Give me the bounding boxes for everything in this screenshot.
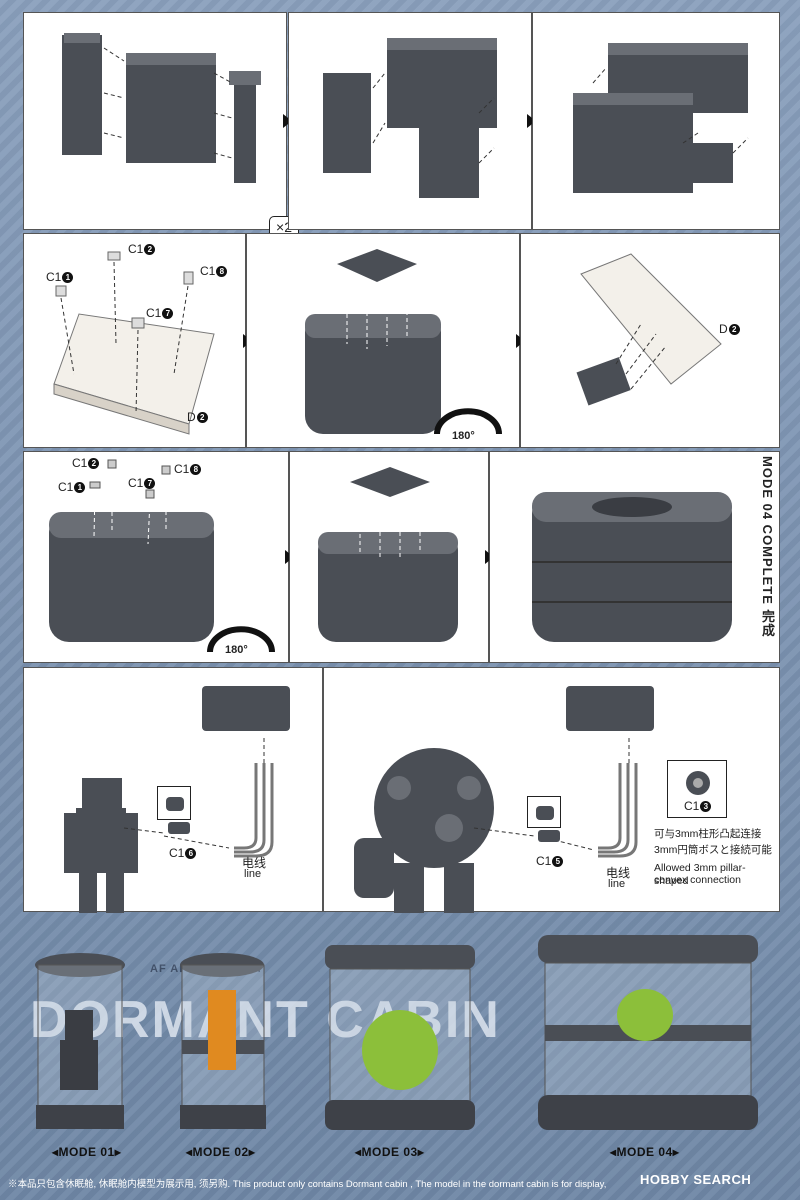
rotation-label: 180° <box>225 644 248 656</box>
part-code: C1 <box>46 270 62 284</box>
frame-assembly-illustration <box>573 43 749 193</box>
part-code: D <box>187 410 196 424</box>
mode03-cabin <box>325 945 475 1130</box>
part-number: 3 <box>700 801 712 813</box>
part-number: 7 <box>162 308 174 320</box>
connector-part-icon <box>536 806 554 820</box>
part-code: D <box>719 322 728 336</box>
step-panel-1b <box>288 12 532 230</box>
part-number: 6 <box>185 848 197 860</box>
watermark-logo: HOBBY SEARCH <box>640 1172 752 1187</box>
mode-showcase-illustration <box>35 935 758 1130</box>
part-code: C1 <box>128 476 144 490</box>
step-arrow <box>527 114 536 128</box>
part-number: 2 <box>728 324 740 336</box>
part-code: C1 <box>169 846 185 860</box>
wire-label-zh: 电线 <box>242 856 267 870</box>
part-number: 2 <box>196 412 208 424</box>
part-number: 1 <box>62 272 74 284</box>
step-panel-3c <box>489 451 780 663</box>
wire-label-zh: 电线 <box>606 866 631 880</box>
mode04-cabin <box>538 935 758 1130</box>
base-plate-illustration <box>53 251 215 435</box>
part-code: C1 <box>128 242 144 256</box>
part-code: C1 <box>684 799 700 813</box>
part-number: 8 <box>216 266 228 278</box>
step-panel-1c <box>532 12 780 230</box>
connector-part-icon <box>166 797 184 811</box>
mech-connection-illustration <box>354 686 654 913</box>
wire-label-en: line <box>608 878 626 890</box>
mode01-cabin <box>35 953 125 1129</box>
wall-parts-illustration <box>62 33 261 183</box>
note-zh: 可与3mm柱形凸起连接 <box>654 828 762 840</box>
cabin-top-attach-illustration <box>305 249 502 435</box>
step-arrow <box>283 114 292 128</box>
mode-03-label: ◂MODE 03▸ <box>355 1145 425 1159</box>
step-panel-3b <box>289 451 489 663</box>
mode02-cabin <box>180 953 266 1129</box>
part-number: 1 <box>74 482 86 494</box>
note-en-1: Allowed 3mm pillar-shaped <box>654 862 746 887</box>
note-en-2: convex connection <box>654 874 741 886</box>
part-code: C1 <box>146 306 162 320</box>
mode04-complete-illustration <box>532 492 732 642</box>
step-panel-2b: 180° <box>246 233 520 448</box>
boss-part-icon <box>686 771 710 795</box>
part-code: C1 <box>536 854 552 868</box>
part-number: 2 <box>144 244 156 256</box>
part-inset-box <box>527 796 561 828</box>
mode-02-label: ◂MODE 02▸ <box>186 1145 256 1159</box>
part-number: 5 <box>552 856 564 868</box>
cabin-lid-attach-illustration <box>318 467 458 642</box>
rotation-label: 180° <box>452 430 475 442</box>
part-code: C1 <box>200 264 216 278</box>
figure-connection-illustration <box>64 686 290 913</box>
part-number: 2 <box>88 458 100 470</box>
note-ja: 3mm円筒ボスと接続可能 <box>654 844 772 856</box>
part-number: 7 <box>144 478 156 490</box>
part-code: C1 <box>58 480 74 494</box>
part-code: C1 <box>72 456 88 470</box>
part-code: C1 <box>174 462 190 476</box>
connector-attach-illustration <box>576 253 722 406</box>
footer-disclaimer: ※本品只包含休眠舱, 休眠舱内模型为展示用, 须另购. This product… <box>8 1179 607 1190</box>
mode-01-label: ◂MODE 01▸ <box>52 1145 122 1159</box>
wall-assembly-illustration <box>323 38 497 198</box>
cabin-parts-insert-illustration <box>49 459 275 653</box>
part-number: 8 <box>190 464 202 476</box>
part-inset-box <box>157 786 191 820</box>
mode-04-label: ◂MODE 04▸ <box>610 1145 680 1159</box>
mode04-complete-label: MODE 04 COMPLETE 完成 <box>760 456 775 638</box>
step-panel-1a: ×2 <box>23 12 299 238</box>
wire-label-en: line <box>244 868 262 880</box>
